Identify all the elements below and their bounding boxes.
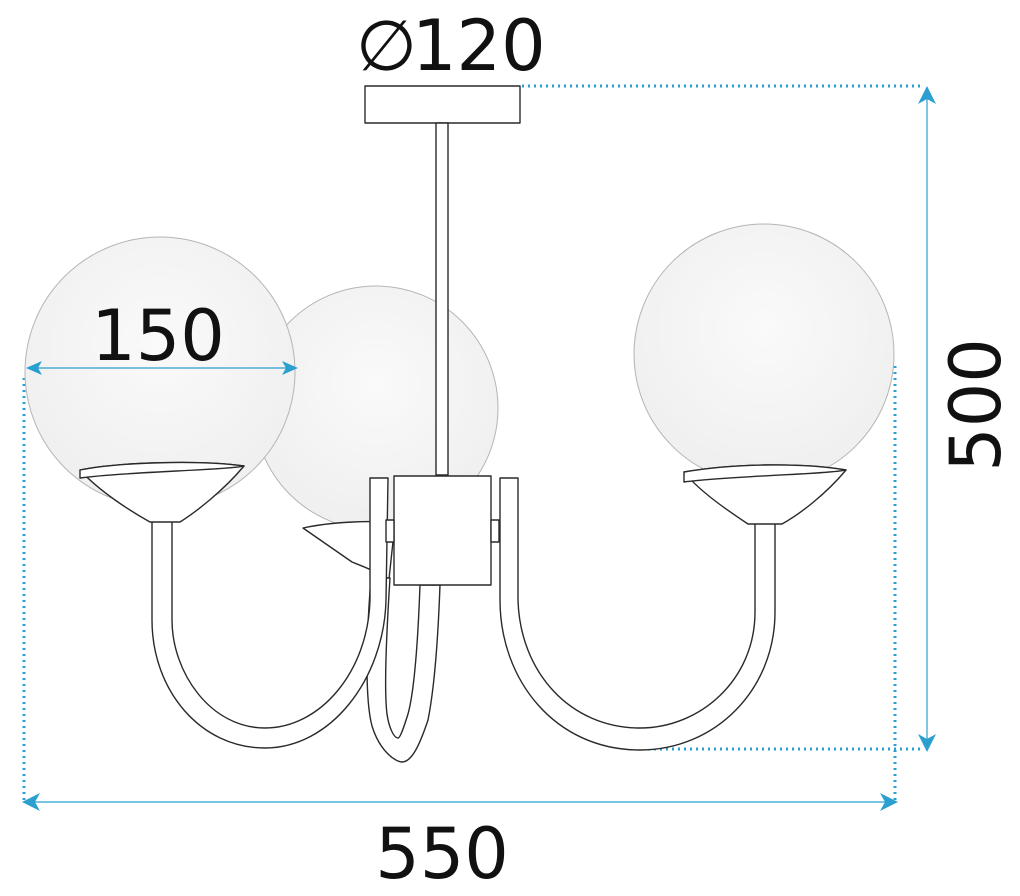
canopy-diameter-label: 120 — [412, 5, 546, 87]
height-dimension-arrow — [918, 86, 936, 752]
arm-left — [151, 477, 389, 749]
width-dimension-arrow — [22, 793, 898, 811]
central-hub — [393, 475, 492, 586]
canopy-diameter-symbol: ∅ — [356, 5, 417, 87]
globe-diameter-arrow — [26, 361, 298, 375]
globe-diameter-label: 150 — [91, 295, 225, 377]
total-height-label: 500 — [935, 338, 1017, 472]
hub-connector-left — [385, 519, 395, 543]
globe-right — [633, 223, 895, 485]
ceiling-canopy — [364, 85, 521, 124]
down-rod — [435, 122, 449, 476]
arm-right — [499, 477, 776, 751]
lamp-cup-right-rim — [683, 464, 847, 483]
lamp-cup-left-rim — [79, 461, 245, 479]
total-width-label: 550 — [375, 813, 509, 895]
hub-connector-right — [490, 519, 500, 543]
